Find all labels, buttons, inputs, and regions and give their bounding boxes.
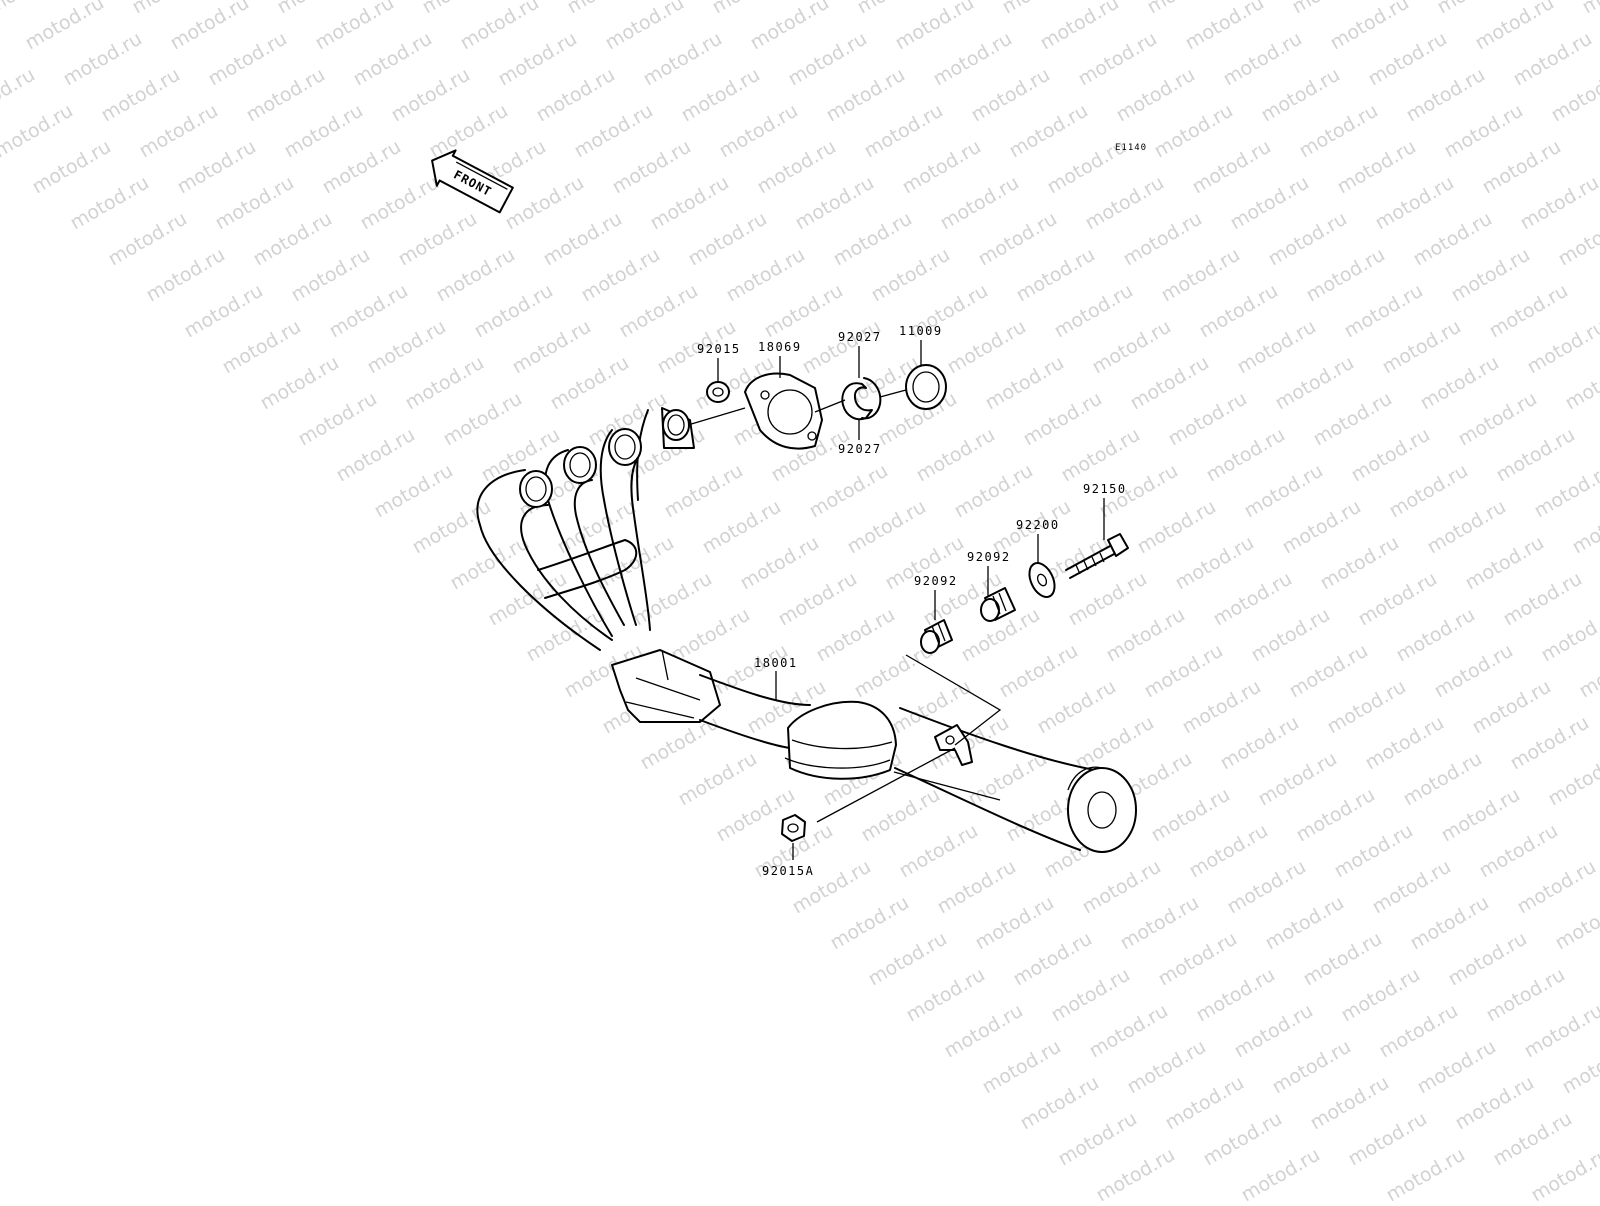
part-label: 92027	[838, 330, 882, 344]
gasket-11009-icon	[905, 364, 947, 410]
exhaust-header-pipes	[476, 407, 811, 749]
exhaust-chamber-box	[784, 700, 897, 780]
part-label: 92027	[838, 442, 882, 456]
bolt-92150-icon	[1065, 533, 1129, 579]
grommet-92092-lower-icon	[920, 619, 953, 654]
split-collar-92027-icon	[841, 377, 882, 421]
nut-92015-icon	[706, 381, 730, 403]
part-label: 92150	[1083, 482, 1127, 496]
part-label: 11009	[899, 324, 943, 338]
part-label: 92092	[967, 550, 1011, 564]
muffler-bracket	[934, 724, 973, 766]
part-label: 92092	[914, 574, 958, 588]
part-label: 18001	[754, 656, 798, 670]
part-label: 92015A	[762, 864, 814, 878]
diagram-code: E1140	[1115, 143, 1147, 153]
part-labels: 92015 18069 92027 11009 92027 92150 9220…	[697, 324, 1127, 878]
assembly-guide-lines	[687, 389, 1002, 823]
front-arrow-icon: FRONT	[431, 149, 514, 214]
nut-92015A-icon	[781, 814, 806, 842]
part-label: 92200	[1016, 518, 1060, 532]
leader-lines	[717, 340, 1105, 860]
part-label: 18069	[758, 340, 802, 354]
flange-18069-icon	[744, 372, 823, 450]
muffler	[894, 707, 1137, 853]
part-label: 92015	[697, 342, 741, 356]
grommet-92092-upper-icon	[980, 587, 1016, 622]
washer-92200-icon	[1028, 562, 1056, 598]
